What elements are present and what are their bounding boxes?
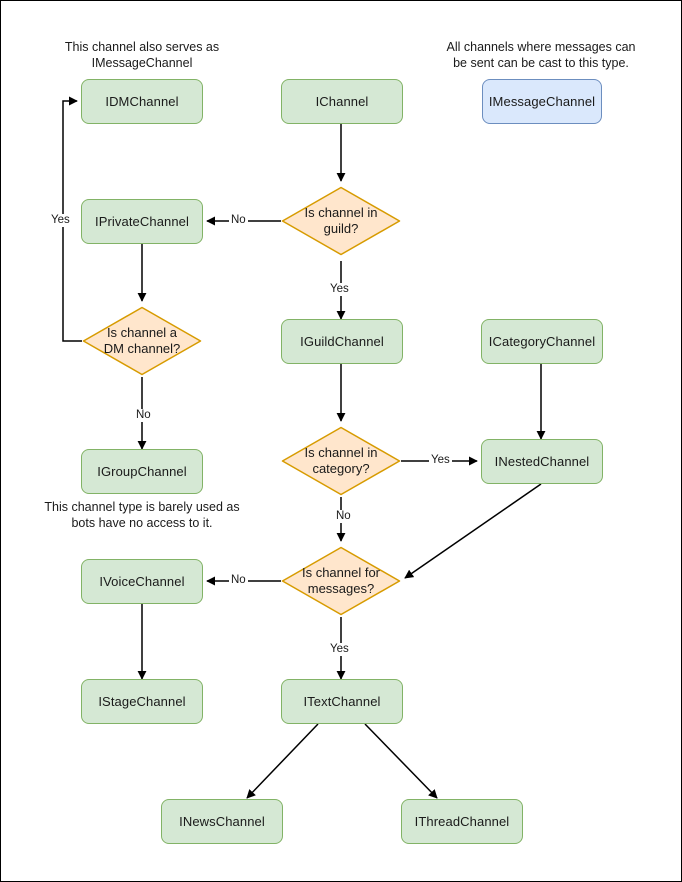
node-itextchannel[interactable]: ITextChannel [281,679,403,724]
edge-label-dm-no: No [134,409,153,422]
node-inestedchannel[interactable]: INestedChannel [481,439,603,484]
node-iprivatechannel[interactable]: IPrivateChannel [81,199,203,244]
decision-in-category-label: Is channel in category? [304,445,378,476]
node-igroupchannel[interactable]: IGroupChannel [81,449,203,494]
node-iguildchannel[interactable]: IGuildChannel [281,319,403,364]
node-imessagechannel[interactable]: IMessageChannel [482,79,602,124]
node-ithreadchannel[interactable]: IThreadChannel [401,799,523,844]
edge-itextchannel-to-ithreadchannel [364,723,438,799]
note-dm-channel: This channel also serves as IMessageChan… [64,40,220,70]
node-decision-for-messages[interactable]: Is channel for messages? [281,546,401,616]
decision-dm-channel-label: Is channel a DM channel? [103,325,181,356]
edge-itextchannel-to-inewschannel [246,723,319,799]
node-icategorychannel[interactable]: ICategoryChannel [481,319,603,364]
edge-label-guild-no: No [229,214,248,227]
note-message-channel: All channels where messages can be sent … [446,40,636,70]
node-istagechannel[interactable]: IStageChannel [81,679,203,724]
node-idmchannel[interactable]: IDMChannel [81,79,203,124]
edge-label-messages-yes: Yes [328,643,351,656]
edge-label-guild-yes: Yes [328,283,351,296]
decision-in-guild-label: Is channel in guild? [304,205,378,236]
decision-for-messages-label: Is channel for messages? [301,565,381,596]
edge-label-dm-yes: Yes [49,214,72,227]
node-ivoicechannel[interactable]: IVoiceChannel [81,559,203,604]
edge-label-category-yes: Yes [429,454,452,467]
edge-label-messages-no: No [229,574,248,587]
node-ichannel[interactable]: IChannel [281,79,403,124]
node-decision-in-guild[interactable]: Is channel in guild? [281,186,401,256]
node-decision-in-category[interactable]: Is channel in category? [281,426,401,496]
node-decision-dm-channel[interactable]: Is channel a DM channel? [82,306,202,376]
edge-inestedchannel-to-messagesq [404,483,542,579]
node-inewschannel[interactable]: INewsChannel [161,799,283,844]
edge-label-category-no: No [334,510,353,523]
note-group-channel: This channel type is barely used as bots… [44,500,240,530]
